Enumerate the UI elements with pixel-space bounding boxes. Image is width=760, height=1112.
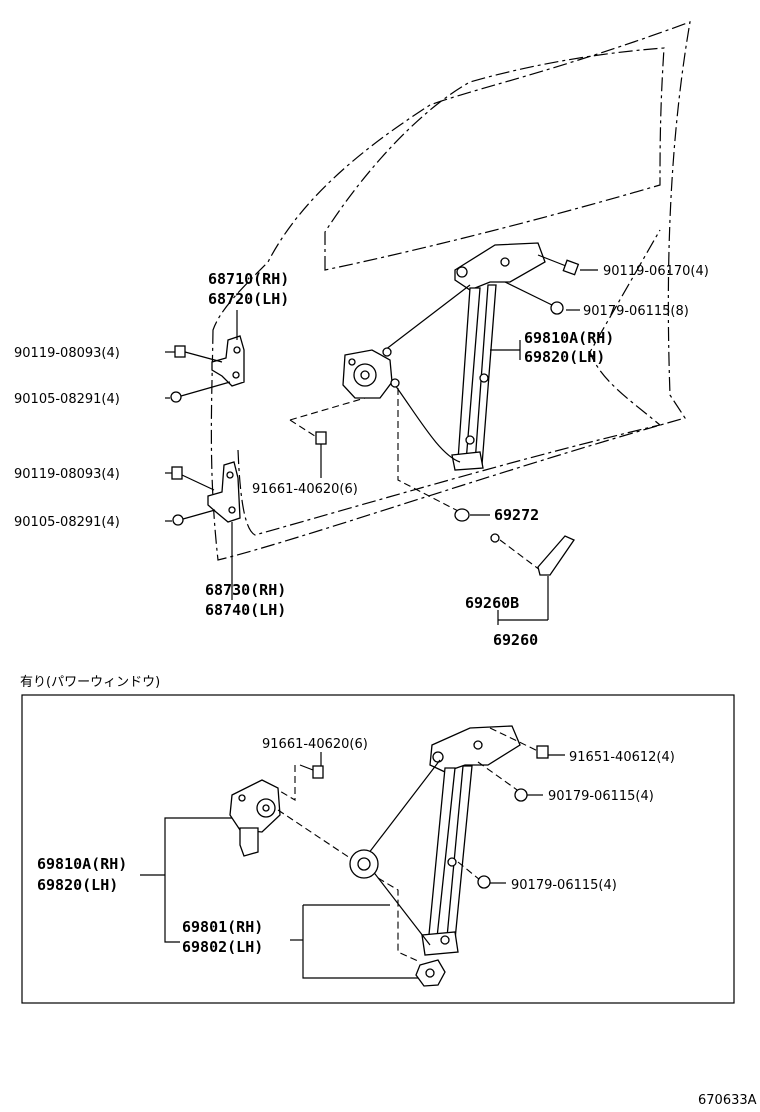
window-motor-illustration	[229, 779, 281, 857]
label-handle-sub: 69260B	[465, 594, 519, 612]
door-outline	[210, 21, 691, 561]
label-hinge-upper-lh: 68720(LH)	[208, 290, 289, 308]
label-pw-bolt-right: 91651-40612(4)	[569, 750, 675, 765]
label-hinge-lower-lh: 68740(LH)	[205, 601, 286, 619]
label-bolt-a1: 90119-08093(4)	[14, 346, 120, 361]
bolt-icon	[165, 466, 215, 491]
bolt-icon	[536, 745, 565, 759]
label-pw-regulator-lh: 69820(LH)	[37, 876, 118, 894]
window-handle-icon	[490, 533, 575, 625]
label-pw-screw-top: 91661-40620(6)	[262, 737, 368, 752]
nut-icon	[504, 281, 564, 315]
label-hinge-lower-rh: 68730(RH)	[205, 581, 286, 599]
label-nut-a2: 90105-08291(4)	[14, 515, 120, 530]
power-regulator-illustration	[349, 725, 521, 987]
label-pw-regulator-rh: 69810A(RH)	[37, 855, 127, 873]
screw-icon	[289, 397, 366, 478]
label-handle: 69260	[493, 631, 538, 649]
lower-hinge-illustration	[207, 461, 241, 600]
nut-icon	[165, 381, 231, 403]
label-pw-motor-rh: 69801(RH)	[182, 918, 263, 936]
label-pw-nut-right-1: 90179-06115(4)	[548, 789, 654, 804]
upper-hinge-illustration	[211, 310, 245, 387]
label-regulator-rh: 69810A(RH)	[524, 329, 614, 347]
nut-icon	[514, 788, 543, 802]
label-pw-motor-lh: 69802(LH)	[182, 938, 263, 956]
label-hinge-upper-rh: 68710(RH)	[208, 270, 289, 288]
label-bolt-a2: 90119-08093(4)	[14, 467, 120, 482]
power-window-box	[21, 694, 735, 1004]
manual-regulator-illustration	[342, 242, 546, 471]
label-regulator-lh: 69820(LH)	[524, 348, 605, 366]
power-window-section-title: 有り(パワーウィンドウ)	[20, 675, 160, 690]
label-pw-nut-right-2: 90179-06115(4)	[511, 878, 617, 893]
screw-icon	[299, 764, 324, 779]
nut-icon	[165, 509, 216, 526]
bolt-icon	[165, 345, 223, 363]
label-nut-top-right: 90179-06115(8)	[583, 304, 689, 319]
nut-icon	[477, 875, 506, 889]
label-washer: 69272	[494, 506, 539, 524]
figure-code: 670633A	[698, 1093, 757, 1108]
bolt-icon	[537, 254, 580, 276]
label-bolt-top-right: 90119-06170(4)	[603, 264, 709, 279]
washer-icon	[397, 388, 490, 522]
label-screw-mid: 91661-40620(6)	[252, 482, 358, 497]
label-nut-a1: 90105-08291(4)	[14, 392, 120, 407]
